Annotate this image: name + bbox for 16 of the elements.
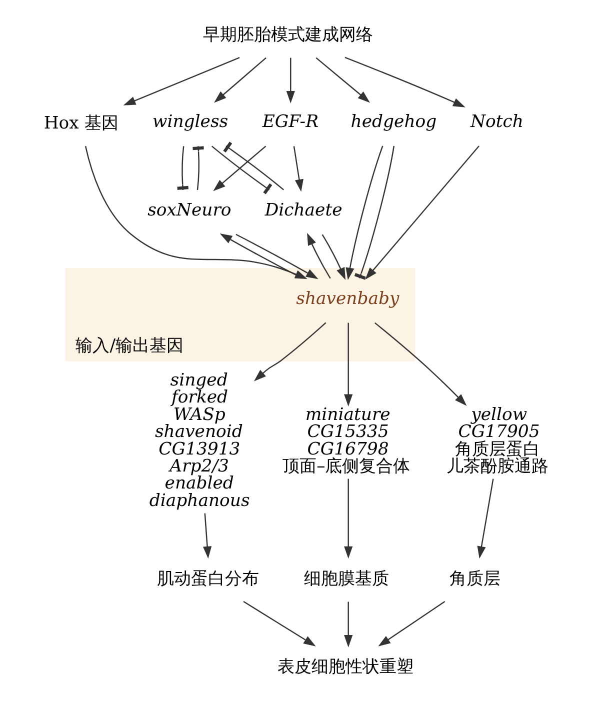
node-text: 表皮细胞性状重塑 <box>277 657 414 678</box>
node-text: wingless <box>152 112 228 132</box>
node-text: 角质层 <box>449 568 500 589</box>
node-text: yellow CG17905 角质层蛋白 儿茶酚胺通路 <box>446 404 548 476</box>
node-text: shavenbaby <box>296 288 399 309</box>
node-text: Notch <box>470 112 524 132</box>
node-text: Dichaete <box>264 200 342 220</box>
node-text: soxNeuro <box>147 200 231 220</box>
node-text: 肌动蛋白分布 <box>156 568 258 589</box>
node-text: EGF-R <box>262 112 318 132</box>
node-text: Hox 基因 <box>43 113 118 134</box>
node-text: 细胞膜基质 <box>304 568 389 589</box>
node-text: miniature CG15335 CG16798 顶面–底侧复合体 <box>282 404 410 476</box>
node-text: singed forked WASp shavenoid CG13913 Arp2/3 enabled diaphanous <box>148 370 250 511</box>
node-text: hedgehog <box>350 112 436 132</box>
node-text: 早期胚胎模式建成网络 <box>202 24 372 45</box>
